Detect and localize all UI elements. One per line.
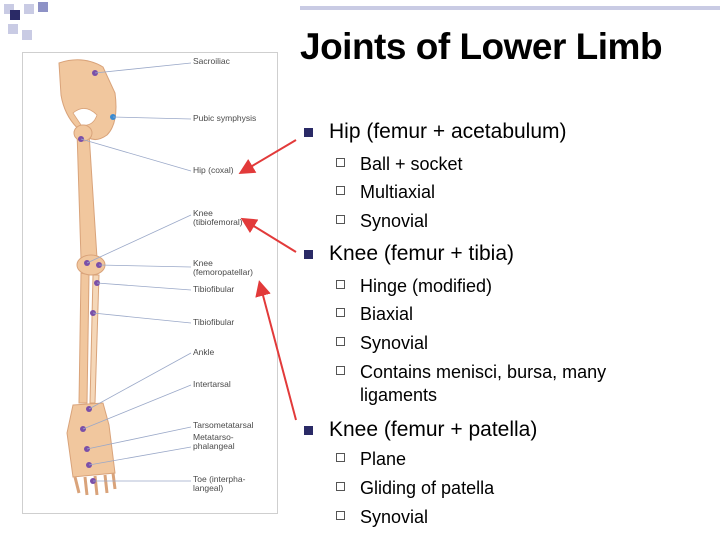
- square-bullet-icon: [304, 250, 313, 259]
- sub-bullet-text: Hinge (modified): [360, 276, 493, 296]
- slide-title: Joints of Lower Limb: [300, 26, 663, 67]
- figure-label-ankle: Ankle: [193, 347, 215, 357]
- figure-label-knee-tibiofemoral: Knee (tibiofemoral): [193, 208, 243, 227]
- hollow-square-bullet-icon: [336, 337, 345, 346]
- figure-label-pubic-symphysis: Pubic symphysis: [193, 113, 257, 123]
- bullet-hip-text: Hip (femur + acetabulum): [329, 120, 567, 143]
- sub-bullet-text: Multiaxial: [360, 182, 436, 202]
- figure-label-hip: Hip (coxal): [193, 165, 234, 175]
- figure-label-toe-interphalangeal: Toe (interpha- langeal): [193, 474, 246, 493]
- hollow-square-bullet-icon: [336, 482, 345, 491]
- sub-bullet-text: Contains menisci, bursa, many ligaments: [360, 362, 607, 405]
- bullet-knee-femoropatellar-text: Knee (femur + patella): [329, 418, 538, 441]
- sub-bullet-text: Ball + socket: [360, 154, 463, 174]
- square-bullet-icon: [304, 128, 313, 137]
- hollow-square-bullet-icon: [336, 158, 345, 167]
- hollow-square-bullet-icon: [336, 511, 345, 520]
- deco-square: [4, 4, 14, 14]
- figure-label-tarsometatarsal: Tarsometatarsal: [193, 420, 254, 430]
- title-rule: [300, 6, 720, 10]
- sub-bullet-text: Synovial: [360, 333, 429, 353]
- hollow-square-bullet-icon: [336, 308, 345, 317]
- figure-label-intertarsal: Intertarsal: [193, 379, 231, 389]
- figure-label-sacroiliac: Sacroiliac: [193, 56, 230, 66]
- sub-bullet-text: Synovial: [360, 507, 429, 527]
- square-bullet-icon: [304, 426, 313, 435]
- figure-label-knee-femoropatellar: Knee (femoropatellar): [193, 258, 253, 277]
- deco-square: [38, 2, 48, 12]
- sub-bullet-text: Plane: [360, 449, 407, 469]
- hollow-square-bullet-icon: [336, 186, 345, 195]
- figure-label-tibiofibular-proximal: Tibiofibular: [193, 284, 235, 294]
- skeleton-illustration: [58, 59, 192, 496]
- bullet-knee-tibiofemoral-text: Knee (femur + tibia): [329, 242, 515, 265]
- hollow-square-bullet-icon: [336, 215, 345, 224]
- corner-decoration: [0, 0, 60, 50]
- sub-bullet-text: Gliding of patella: [360, 478, 495, 498]
- sub-bullet-text: Synovial: [360, 211, 429, 231]
- deco-square: [24, 4, 34, 14]
- figure-label-metatarsophalangeal: Metatarso- phalangeal: [193, 432, 235, 451]
- lower-limb-figure: Sacroiliac Pubic symphysis Hip (coxal) K…: [22, 52, 278, 514]
- hollow-square-bullet-icon: [336, 366, 345, 375]
- hollow-square-bullet-icon: [336, 453, 345, 462]
- deco-square: [8, 24, 18, 34]
- hollow-square-bullet-icon: [336, 280, 345, 289]
- sub-bullet-text: Biaxial: [360, 304, 414, 324]
- deco-square: [10, 10, 20, 20]
- deco-square: [22, 30, 32, 40]
- figure-label-tibiofibular-distal: Tibiofibular: [193, 317, 235, 327]
